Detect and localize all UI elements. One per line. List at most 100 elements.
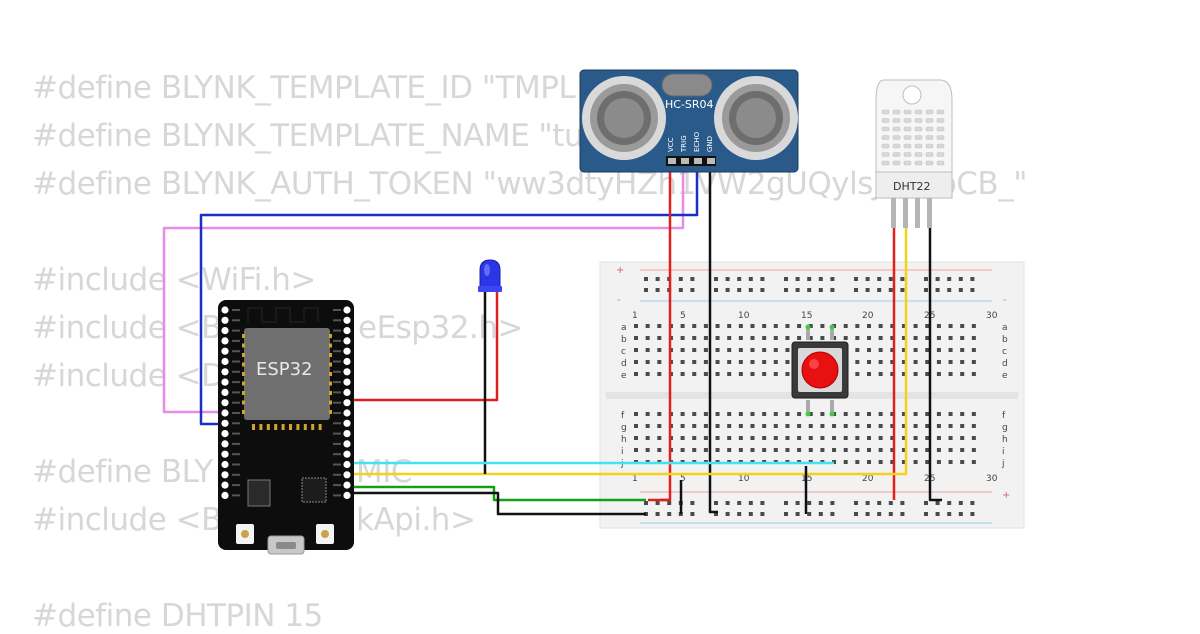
breadboard-hole[interactable] [645, 336, 650, 340]
breadboard-hole[interactable] [948, 336, 953, 340]
rail-hole[interactable] [900, 288, 905, 292]
esp32-pin[interactable] [221, 430, 229, 438]
breadboard-hole[interactable] [785, 436, 790, 440]
breadboard-hole[interactable] [901, 424, 906, 428]
breadboard-hole[interactable] [960, 348, 965, 352]
breadboard-hole[interactable] [843, 448, 848, 452]
pin-vcc[interactable] [668, 158, 676, 164]
breadboard-hole[interactable] [960, 336, 965, 340]
breadboard-hole[interactable] [645, 436, 650, 440]
rail-hole[interactable] [784, 277, 788, 281]
breadboard-hole[interactable] [692, 348, 697, 352]
breadboard-hole[interactable] [762, 360, 767, 364]
esp32-pin[interactable] [343, 327, 351, 335]
rail-hole[interactable] [947, 288, 952, 292]
breadboard-hole[interactable] [948, 360, 953, 364]
breadboard-hole[interactable] [925, 460, 930, 464]
breadboard-hole[interactable] [773, 336, 778, 340]
rail-hole[interactable] [900, 277, 905, 281]
rail-hole[interactable] [655, 501, 660, 505]
breadboard-hole[interactable] [738, 448, 743, 452]
rail-hole[interactable] [644, 501, 648, 505]
breadboard-hole[interactable] [785, 412, 790, 416]
breadboard-hole[interactable] [925, 436, 930, 440]
esp32-board[interactable]: ESP32 [218, 300, 354, 555]
rail-hole[interactable] [725, 288, 730, 292]
rail-hole[interactable] [714, 512, 718, 516]
rail-hole[interactable] [865, 512, 870, 516]
breadboard-hole[interactable] [727, 424, 732, 428]
breadboard-hole[interactable] [773, 324, 778, 328]
breadboard-hole[interactable] [692, 372, 697, 376]
breadboard-hole[interactable] [738, 424, 743, 428]
breadboard-hole[interactable] [948, 372, 953, 376]
breadboard-hole[interactable] [936, 412, 941, 416]
breadboard-hole[interactable] [925, 336, 930, 340]
breadboard-hole[interactable] [901, 348, 906, 352]
breadboard-hole[interactable] [773, 348, 778, 352]
rail-hole[interactable] [655, 288, 660, 292]
breadboard-hole[interactable] [785, 424, 790, 428]
wire-trig-violet[interactable] [162, 160, 685, 414]
breadboard-hole[interactable] [948, 424, 953, 428]
rail-hole[interactable] [690, 501, 695, 505]
breadboard-hole[interactable] [925, 324, 930, 328]
esp32-pin[interactable] [221, 409, 229, 417]
breadboard-hole[interactable] [832, 448, 837, 452]
breadboard-hole[interactable] [785, 324, 790, 328]
breadboard-hole[interactable] [820, 412, 825, 416]
breadboard-hole[interactable] [738, 348, 743, 352]
breadboard-hole[interactable] [960, 324, 965, 328]
rail-hole[interactable] [690, 288, 695, 292]
breadboard-hole[interactable] [808, 412, 813, 416]
breadboard-hole[interactable] [843, 424, 848, 428]
rail-hole[interactable] [795, 277, 800, 281]
breadboard-hole[interactable] [843, 324, 848, 328]
breadboard-hole[interactable] [925, 360, 930, 364]
rail-hole[interactable] [900, 501, 905, 505]
rail-hole[interactable] [924, 277, 928, 281]
breadboard-hole[interactable] [797, 424, 802, 428]
rail-hole[interactable] [737, 277, 742, 281]
rail-hole[interactable] [795, 501, 800, 505]
breadboard-hole[interactable] [843, 460, 848, 464]
esp32-pin[interactable] [343, 306, 351, 314]
breadboard-hole[interactable] [832, 336, 837, 340]
rail-hole[interactable] [737, 512, 742, 516]
esp32-pin[interactable] [343, 378, 351, 386]
breadboard-hole[interactable] [692, 412, 697, 416]
rail-hole[interactable] [958, 277, 963, 281]
push-button[interactable] [791, 324, 849, 417]
breadboard-hole[interactable] [913, 360, 918, 364]
breadboard-hole[interactable] [867, 360, 871, 364]
breadboard-hole[interactable] [645, 448, 650, 452]
rail-hole[interactable] [970, 277, 975, 281]
breadboard-hole[interactable] [878, 348, 883, 352]
esp32-pin[interactable] [343, 409, 351, 417]
dht22-sensor[interactable]: DHT22 [875, 79, 953, 228]
breadboard-hole[interactable] [680, 436, 685, 440]
breadboard-hole[interactable] [703, 336, 708, 340]
breadboard-hole[interactable] [901, 324, 906, 328]
breadboard-hole[interactable] [738, 436, 743, 440]
esp32-pin[interactable] [343, 399, 351, 407]
breadboard-hole[interactable] [925, 372, 930, 376]
breadboard-hole[interactable] [703, 412, 708, 416]
breadboard-hole[interactable] [750, 348, 755, 352]
breadboard-hole[interactable] [890, 360, 895, 364]
breadboard-hole[interactable] [890, 336, 895, 340]
breadboard-hole[interactable] [936, 424, 941, 428]
breadboard-hole[interactable] [785, 348, 790, 352]
breadboard-hole[interactable] [901, 336, 906, 340]
breadboard-hole[interactable] [913, 436, 918, 440]
esp32-pin[interactable] [343, 460, 351, 469]
esp32-pin[interactable] [221, 419, 229, 427]
rail-hole[interactable] [888, 501, 893, 505]
rail-hole[interactable] [924, 288, 928, 292]
rail-hole[interactable] [888, 512, 893, 516]
breadboard-hole[interactable] [715, 336, 720, 340]
breadboard-hole[interactable] [680, 336, 685, 340]
esp32-pin[interactable] [221, 399, 229, 407]
rail-hole[interactable] [644, 288, 648, 292]
esp32-pin[interactable] [221, 471, 229, 479]
